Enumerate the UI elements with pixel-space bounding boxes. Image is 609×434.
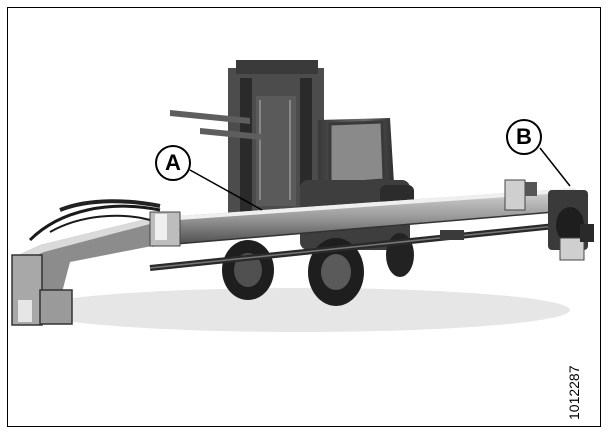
- callout-a: A: [155, 145, 191, 181]
- right-end-assembly: [440, 179, 594, 261]
- left-arm: [11, 199, 181, 326]
- figure-id: 1012287: [566, 365, 582, 420]
- leader-line-a: [189, 169, 263, 211]
- transport-beam: [150, 188, 579, 247]
- forklift-mast: [170, 60, 324, 218]
- leader-line-b: [539, 147, 571, 187]
- forklift-body: [222, 118, 414, 306]
- callout-b: B: [506, 119, 542, 155]
